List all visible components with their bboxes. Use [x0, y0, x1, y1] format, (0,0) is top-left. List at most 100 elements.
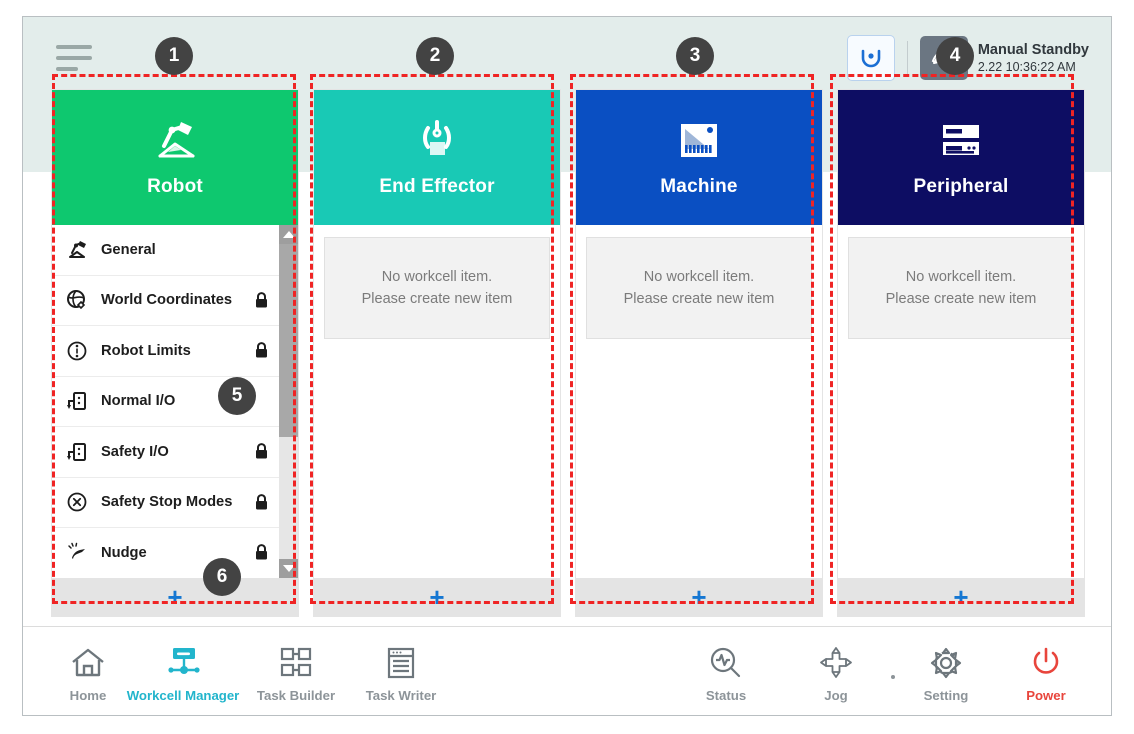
list-item[interactable]: Nudge [52, 528, 279, 578]
task-builder-icon [276, 643, 316, 683]
nav-label: Home [69, 688, 107, 703]
lock-icon [254, 544, 269, 561]
robot-limits-icon [62, 340, 92, 362]
add-machine-button[interactable]: + [576, 578, 822, 616]
empty-line-1: No workcell item. [643, 268, 755, 285]
empty-line-2: Please create new item [623, 291, 775, 307]
power-icon [1029, 643, 1063, 683]
list-item-label: Safety I/O [101, 443, 169, 460]
cobot-glyph [861, 49, 881, 68]
machine-glyph [681, 123, 717, 157]
task-writer-icon [384, 643, 418, 683]
nav-label: Power [1026, 688, 1066, 703]
empty-line-1: No workcell item. [381, 268, 493, 285]
scroll-up-button[interactable] [279, 225, 298, 244]
list-item-label: World Coordinates [101, 292, 233, 309]
empty-line-2: Please create new item [885, 291, 1037, 307]
empty-state: No workcell item. Please create new item [586, 237, 812, 339]
nav-item-jog[interactable]: Jog [781, 643, 891, 703]
nav-item-power[interactable]: Power [991, 643, 1101, 703]
nav-item-task-writer[interactable]: Task Writer [346, 643, 456, 703]
status-title: Manual Standby [977, 41, 1089, 58]
list-item[interactable]: Safety Stop Modes [52, 478, 279, 528]
list-item-label: Robot Limits [101, 342, 191, 359]
column-header-robot[interactable]: Robot [52, 90, 298, 225]
io-port-icon [62, 441, 92, 463]
list-item[interactable]: Normal I/O [52, 377, 279, 427]
cobot-outline-icon[interactable] [846, 35, 895, 81]
annotation-badge-2: 2 [416, 37, 454, 75]
list-item[interactable]: World Coordinates [52, 276, 279, 326]
stop-sign-icon [62, 491, 92, 513]
robot-arm-icon [62, 240, 92, 260]
empty-state: No workcell item. Please create new item [848, 237, 1074, 339]
column-header-end-effector[interactable]: End Effector [314, 90, 560, 225]
list-item[interactable]: General [52, 225, 279, 276]
list-item[interactable]: Robot Limits [52, 326, 279, 377]
nav-label: Workcell Manager [126, 688, 240, 703]
list-scrollbar[interactable] [279, 225, 298, 578]
column-header-machine[interactable]: Machine [576, 90, 822, 225]
hamburger-menu-icon[interactable] [56, 45, 94, 75]
gripper-icon [414, 118, 460, 164]
column-title: Machine [660, 175, 738, 197]
add-peripheral-button[interactable]: + [838, 578, 1084, 616]
nav-item-home[interactable]: Home [33, 643, 143, 703]
annotation-badge-5: 5 [218, 377, 256, 415]
lock-icon [254, 493, 269, 511]
empty-line-2: Please create new item [361, 291, 513, 307]
nav-label: Status [705, 688, 747, 703]
empty-line-1: No workcell item. [905, 268, 1017, 285]
robot-settings-list: General World Coordinates [52, 225, 279, 578]
nav-label: Task Builder [256, 688, 336, 703]
list-item-label: Nudge [101, 544, 147, 561]
scrollbar-thumb[interactable] [279, 244, 298, 437]
machine-icon [677, 118, 721, 164]
world-globe-icon [62, 289, 92, 311]
nav-item-task-builder[interactable]: Task Builder [241, 643, 351, 703]
list-item-label: Safety Stop Modes [101, 494, 233, 511]
nav-item-setting[interactable]: Setting [891, 643, 1001, 703]
list-item-label: General [101, 241, 156, 258]
workcell-column-machine: Machine No workcell item. Please create … [575, 89, 823, 617]
nav-separator-dot [891, 675, 895, 679]
workcell-manager-icon [163, 643, 203, 683]
peripheral-glyph [943, 124, 979, 155]
column-title: Peripheral [913, 175, 1009, 197]
column-title: End Effector [379, 175, 495, 197]
lock-icon [254, 342, 269, 359]
gripper-glyph [423, 119, 451, 155]
robot-arm-icon [148, 118, 202, 164]
hamburger-line [56, 45, 92, 49]
gear-icon [928, 643, 964, 683]
jog-dpad-icon [818, 643, 854, 683]
workcell-column-peripheral: Peripheral No workcell item. Please crea… [837, 89, 1085, 617]
nav-label: Jog [824, 688, 848, 703]
peripheral-body: No workcell item. Please create new item [838, 225, 1084, 578]
robot-settings-list-body: General World Coordinates [52, 225, 298, 578]
machine-body: No workcell item. Please create new item [576, 225, 822, 578]
lock-icon [254, 291, 269, 309]
annotation-badge-6: 6 [203, 558, 241, 596]
robot-arm-glyph [158, 121, 195, 157]
scroll-down-button[interactable] [279, 559, 298, 578]
list-item[interactable]: Safety I/O [52, 427, 279, 478]
workcell-column-robot: Robot General [51, 89, 299, 617]
nav-item-workcell-manager[interactable]: Workcell Manager [126, 643, 240, 703]
nav-label: Setting [923, 688, 969, 703]
annotation-badge-1: 1 [155, 37, 193, 75]
nav-item-status[interactable]: Status [671, 643, 781, 703]
chevron-down-icon [282, 565, 295, 572]
io-port-icon [62, 390, 92, 412]
column-header-peripheral[interactable]: Peripheral [838, 90, 1084, 225]
add-end-effector-button[interactable]: + [314, 578, 560, 616]
annotation-badge-3: 3 [676, 37, 714, 75]
nudge-hand-icon [62, 542, 92, 564]
column-title: Robot [147, 175, 203, 197]
status-text-block: Manual Standby 2.22 10:36:22 AM [978, 41, 1089, 76]
add-robot-item-button[interactable]: + [52, 578, 298, 616]
hamburger-line [56, 56, 92, 60]
empty-state: No workcell item. Please create new item [324, 237, 550, 339]
chevron-up-icon [282, 231, 295, 238]
